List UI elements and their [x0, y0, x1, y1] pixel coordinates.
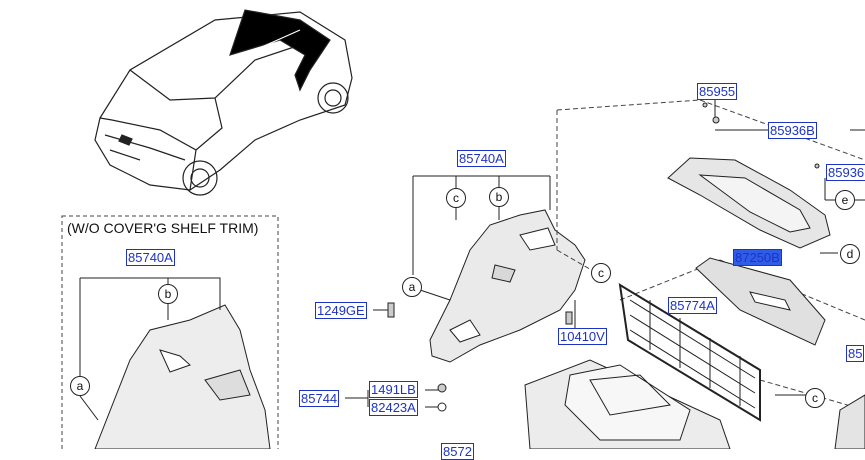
- fasteners: [387, 102, 820, 412]
- callout-a-main: a: [402, 277, 422, 297]
- callout-b-main: b: [489, 187, 509, 207]
- inset-trim-panel: [94, 304, 271, 449]
- part-label-82423a[interactable]: 82423A: [369, 399, 418, 416]
- main-leader-lines: [345, 175, 576, 408]
- part-label-1491lb[interactable]: 1491LB: [369, 381, 418, 398]
- right-edge-part: [834, 394, 865, 449]
- inset-title: (W/O COVER'G SHELF TRIM): [67, 220, 259, 236]
- part-label-85936b[interactable]: 85936B: [768, 122, 817, 139]
- parts-diagram: [61, 9, 865, 449]
- part-label-87250b[interactable]: 87250B: [733, 249, 782, 266]
- callout-b-inset: b: [158, 284, 178, 304]
- inset-frame: [61, 215, 279, 449]
- part-label-85774a[interactable]: 85774A: [668, 297, 717, 314]
- part-label-85740a-inset[interactable]: 85740A: [126, 249, 175, 266]
- cover-shelf: [667, 157, 831, 249]
- part-label-10410v[interactable]: 10410V: [558, 328, 607, 345]
- part-label-85740a-main[interactable]: 85740A: [457, 150, 506, 167]
- luggage-net: [618, 283, 761, 422]
- perspective-lines: [556, 99, 865, 411]
- main-trim-panel: [429, 209, 586, 363]
- right-leader-lines: [714, 100, 865, 396]
- callout-a-inset: a: [70, 376, 90, 396]
- part-label-85744[interactable]: 85744: [299, 390, 340, 407]
- part-label-1249ge[interactable]: 1249GE: [315, 302, 367, 319]
- floor-tray: [524, 359, 731, 449]
- part-label-85-edge[interactable]: 85: [846, 345, 865, 362]
- part-label-bottom[interactable]: 8572: [441, 443, 474, 460]
- callout-c-right: c: [591, 263, 611, 283]
- callout-d-right: d: [840, 244, 860, 264]
- callout-c-main: c: [446, 188, 466, 208]
- part-label-85955[interactable]: 85955: [697, 83, 738, 100]
- callout-c-lower: c: [805, 388, 825, 408]
- car-illustration: [94, 9, 353, 196]
- part-label-85936[interactable]: 85936: [826, 164, 865, 181]
- callout-e-right: e: [835, 190, 855, 210]
- scuff-plate: [695, 257, 826, 346]
